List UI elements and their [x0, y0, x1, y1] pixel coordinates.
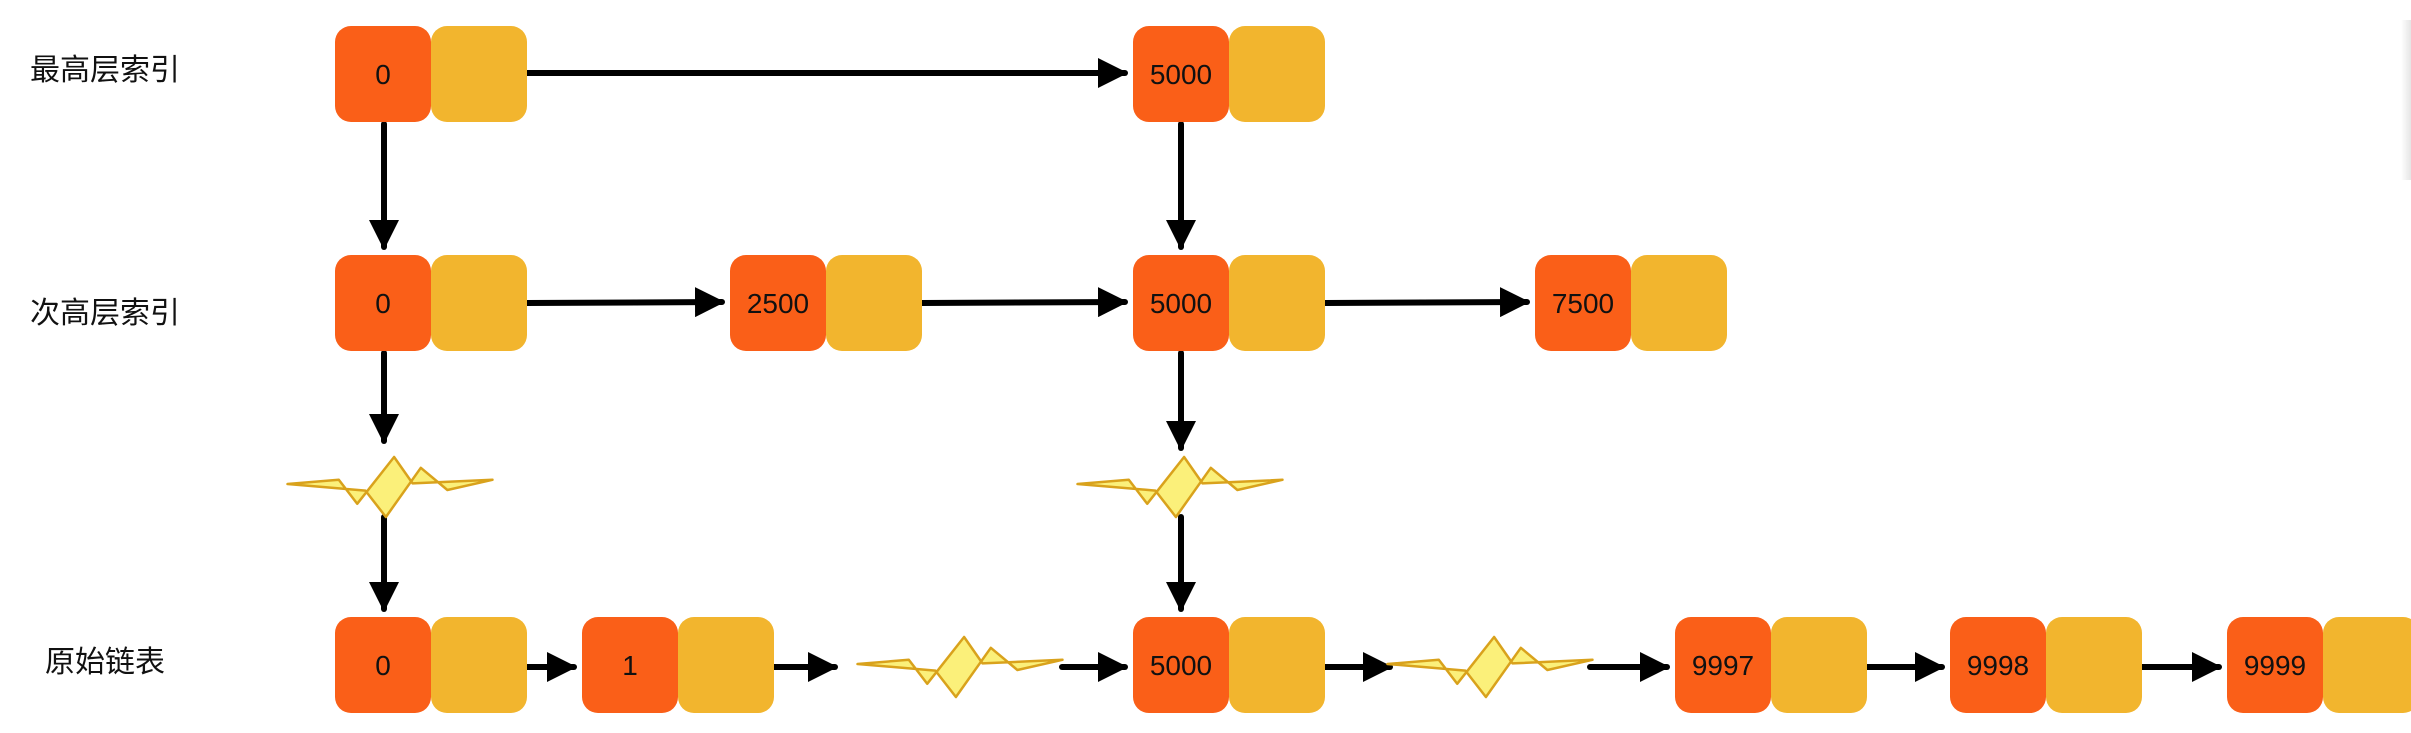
skip-list-node: 0 [335, 255, 527, 351]
node-value-box [1133, 26, 1229, 122]
skip-list-node: 9999 [2227, 617, 2411, 713]
window-edge-shadow [2401, 20, 2411, 180]
label-second-index: 次高层索引 [30, 296, 180, 331]
lightning-bolt-icon [856, 635, 1064, 699]
node-value-box [335, 255, 431, 351]
node-value-box [1133, 255, 1229, 351]
node-value-box [582, 617, 678, 713]
node-pointer-box [1229, 617, 1325, 713]
node-pointer-box [431, 617, 527, 713]
lightning-bolt-icon [1386, 635, 1594, 699]
skip-list-node: 9998 [1950, 617, 2142, 713]
label-top-index: 最高层索引 [30, 53, 180, 88]
skip-list-node: 0 [335, 26, 527, 122]
skip-list-node: 5000 [1133, 255, 1325, 351]
node-value-label: 5000 [1150, 288, 1212, 319]
node-pointer-box [1771, 617, 1867, 713]
node-value-box [2227, 617, 2323, 713]
node-pointer-box [1631, 255, 1727, 351]
skip-list-node: 5000 [1133, 26, 1325, 122]
node-pointer-box [826, 255, 922, 351]
bolts-layer [286, 455, 1594, 699]
pointer-arrow [524, 287, 725, 318]
node-value-label: 9998 [1967, 650, 2029, 681]
node-value-box [1950, 617, 2046, 713]
node-pointer-box [2046, 617, 2142, 713]
skip-list-node: 0 [335, 617, 527, 713]
skip-list-node: 9997 [1675, 617, 1867, 713]
node-value-box [335, 26, 431, 122]
skip-list-node: 7500 [1535, 255, 1727, 351]
node-pointer-box [1229, 26, 1325, 122]
node-value-label: 5000 [1150, 59, 1212, 90]
nodes-layer: 0 5000 0 2500 5000 7500 0 1 5000 9997 9998 9999 [335, 26, 2411, 713]
node-pointer-box [678, 617, 774, 713]
node-value-box [1535, 255, 1631, 351]
node-pointer-box [431, 255, 527, 351]
skip-list-node: 1 [582, 617, 774, 713]
lightning-bolt-icon [1076, 455, 1284, 519]
skip-list-node: 5000 [1133, 617, 1325, 713]
node-pointer-box [431, 26, 527, 122]
pointer-arrow [1322, 287, 1530, 318]
node-value-label: 7500 [1552, 288, 1614, 319]
node-value-label: 9999 [2244, 650, 2306, 681]
label-original-list: 原始链表 [45, 645, 165, 680]
node-value-box [1675, 617, 1771, 713]
node-pointer-box [2323, 617, 2411, 713]
lightning-bolt-icon [286, 455, 494, 519]
node-pointer-box [1229, 255, 1325, 351]
node-value-label: 1 [622, 650, 638, 681]
node-value-box [1133, 617, 1229, 713]
node-value-label: 0 [375, 288, 391, 319]
node-value-label: 0 [375, 650, 391, 681]
node-value-label: 5000 [1150, 650, 1212, 681]
pointer-arrow [919, 287, 1128, 318]
node-value-label: 2500 [747, 288, 809, 319]
node-value-box [730, 255, 826, 351]
node-value-box [335, 617, 431, 713]
node-value-label: 0 [375, 59, 391, 90]
skip-list-node: 2500 [730, 255, 922, 351]
node-value-label: 9997 [1692, 650, 1754, 681]
edges-layer [369, 58, 2222, 682]
